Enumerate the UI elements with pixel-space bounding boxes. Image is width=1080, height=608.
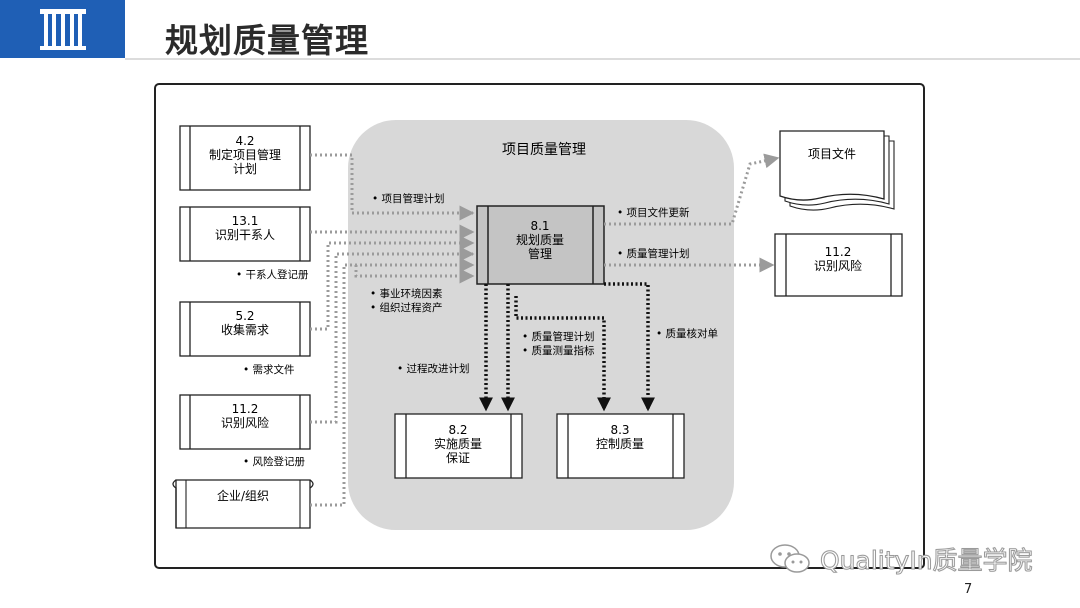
project-documents-stack: 项目文件: [779, 130, 895, 211]
box-line: 规划质量: [516, 232, 564, 247]
title-divider: [125, 58, 1080, 60]
arrow-opa: [354, 265, 475, 284]
label-requirements-docs: • 需求文件: [243, 363, 295, 376]
box-code: 13.1: [232, 214, 259, 228]
input-box-13-1: 13.1 识别干系人: [179, 206, 311, 262]
input-arrows: [310, 153, 475, 507]
box-line: 识别干系人: [215, 228, 275, 242]
box-line: 计划: [233, 162, 257, 176]
building-logo-icon: [40, 9, 86, 50]
output-arrows: [604, 153, 780, 273]
output-box-11-2: 11.2 识别风险: [774, 233, 903, 297]
label-risk-register: • 风险登记册: [243, 455, 306, 468]
input-box-4-2: 4.2 制定项目管理 计划: [179, 125, 311, 191]
label-opa: • 组织过程资产: [370, 301, 443, 314]
wechat-icon: [770, 544, 810, 573]
box-code: 11.2: [825, 245, 852, 259]
label-quality-metrics: • 质量测量指标: [522, 344, 595, 357]
box-code: 4.2: [235, 134, 254, 148]
label-quality-checklists: • 质量核对单: [656, 327, 718, 340]
box-line: 识别风险: [814, 258, 862, 273]
container-label: 项目质量管理: [502, 142, 586, 158]
watermark-text: QualityIn质量学院: [820, 546, 1034, 576]
input-box-11-2: 11.2 识别风险: [179, 394, 311, 450]
arrow-requirements: [310, 235, 475, 331]
label-stakeholder-register: • 干系人登记册: [236, 268, 309, 281]
box-code: 11.2: [232, 402, 259, 416]
page-number: 7: [964, 582, 973, 597]
box-code: 8.2: [448, 423, 467, 437]
box-line: 企业/组织: [217, 488, 269, 503]
arrow-risk: [310, 246, 475, 424]
process-box-8-2: 8.2 实施质量 保证: [394, 413, 523, 479]
box-line: 项目文件: [808, 146, 856, 161]
label-qm-plan: • 质量管理计划: [522, 330, 595, 343]
watermark: QualityIn质量学院: [768, 542, 1033, 576]
box-line: 制定项目管理: [209, 147, 281, 162]
arrow-qm-plan-metrics: [514, 296, 611, 412]
label-project-docs-update: • 项目文件更新: [617, 206, 690, 219]
label-qm-plan-out: • 质量管理计划: [617, 247, 690, 260]
arrow-eef-opa: [310, 257, 475, 507]
box-code: 8.3: [610, 423, 629, 437]
box-line: 实施质量: [434, 436, 482, 451]
label-process-improvement-plan: • 过程改进计划: [397, 362, 470, 375]
control-arrows: [479, 282, 655, 412]
input-box-5-2: 5.2 收集需求: [179, 301, 311, 357]
box-code: 8.1: [530, 219, 549, 233]
label-eef: • 事业环境因素: [370, 287, 443, 300]
box-code: 5.2: [235, 309, 254, 323]
center-process-8-1: 8.1 规划质量 管理: [476, 205, 605, 285]
enterprise-organization-scroll: 企业/组织: [172, 479, 314, 529]
logo-block: [0, 0, 125, 58]
box-line: 管理: [528, 246, 552, 261]
box-line: 控制质量: [596, 437, 644, 451]
box-line: 保证: [446, 451, 470, 465]
arrow-pm-plan: [310, 153, 475, 221]
box-line: 收集需求: [221, 322, 269, 337]
process-box-8-3: 8.3 控制质量: [556, 413, 685, 479]
box-line: 识别风险: [221, 415, 269, 430]
label-pm-plan: • 项目管理计划: [372, 192, 445, 205]
arrow-checklists: [604, 282, 655, 412]
page-title: 规划质量管理: [165, 21, 369, 60]
